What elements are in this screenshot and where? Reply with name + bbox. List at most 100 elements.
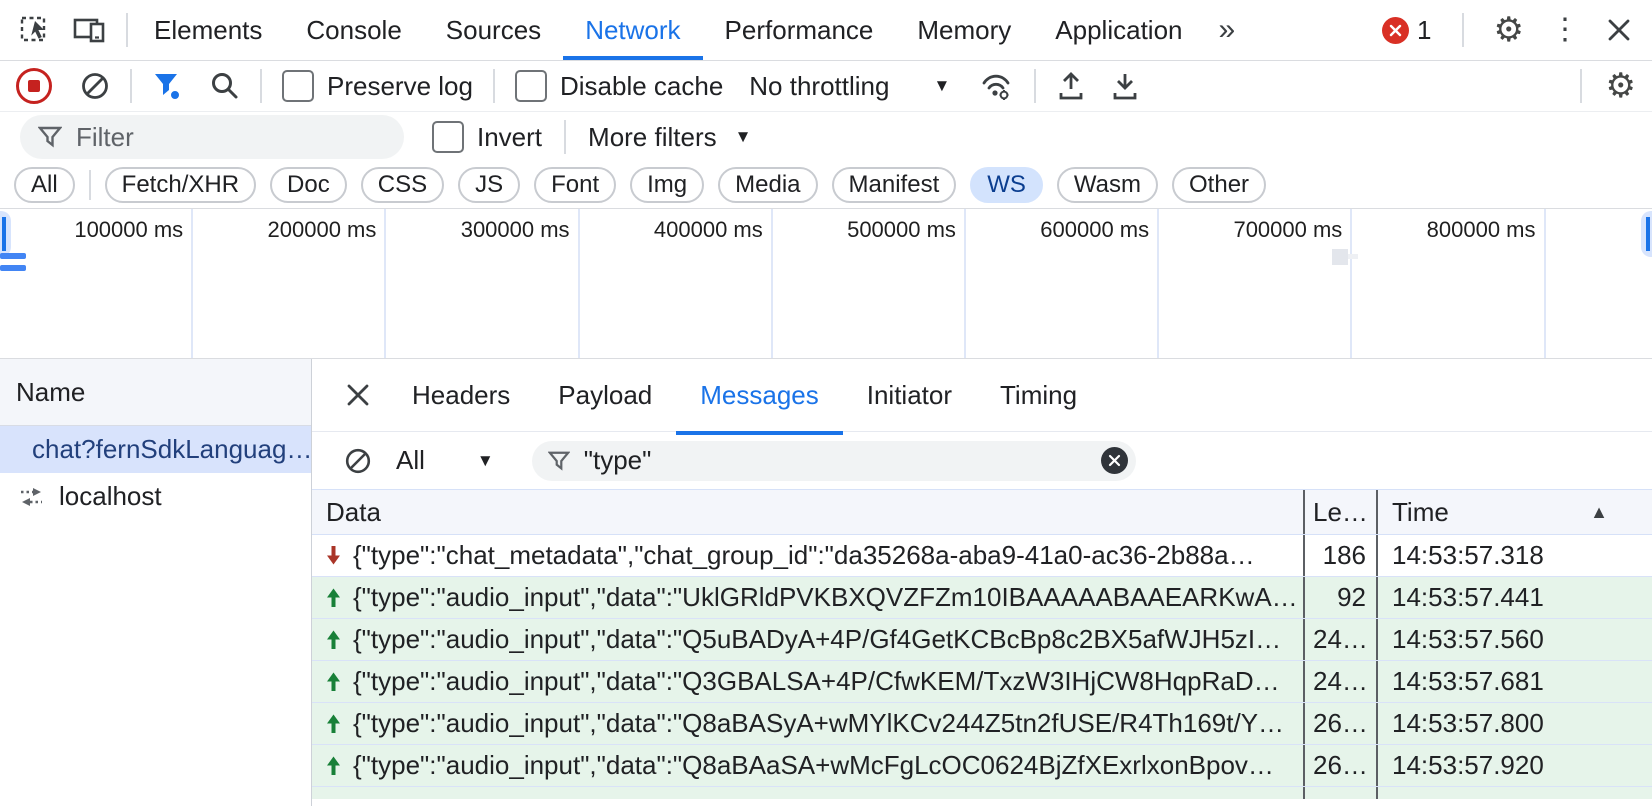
clear-filter-icon[interactable] [1100, 447, 1128, 474]
invert-checkbox[interactable]: Invert [432, 121, 542, 153]
device-toolbar-icon[interactable] [72, 15, 106, 45]
timeline-tick: 700000 ms [1159, 209, 1353, 358]
error-count-badge[interactable]: 1 [1382, 14, 1432, 46]
filter-placeholder: Filter [76, 121, 134, 152]
timeline-tick: 400000 ms [580, 209, 773, 358]
message-row[interactable]: {"type":"chat_metadata","chat_group_id":… [312, 535, 1652, 577]
tab-performance[interactable]: Performance [724, 14, 874, 45]
disable-cache-checkbox[interactable]: Disable cache [514, 70, 723, 102]
chip-font[interactable]: Font [534, 167, 617, 203]
chip-all[interactable]: All [14, 167, 75, 203]
close-details-icon[interactable] [342, 359, 388, 431]
tab-network[interactable]: Network [563, 0, 703, 60]
message-filter-value: "type" [583, 445, 652, 475]
tab-sources[interactable]: Sources [445, 14, 542, 45]
record-network-log-icon[interactable] [16, 68, 52, 104]
divider [1579, 69, 1582, 103]
network-overview-timeline[interactable]: 100000 ms 200000 ms 300000 ms 400000 ms … [0, 208, 1652, 359]
request-name: chat?fernSdkLanguag… [32, 434, 311, 464]
column-header-length[interactable]: Le… [1303, 490, 1376, 534]
request-row-chat[interactable]: chat?fernSdkLanguag… [0, 426, 311, 473]
settings-gear-icon[interactable]: ⚙ [1493, 11, 1524, 49]
divider [564, 120, 567, 154]
tab-headers[interactable]: Headers [412, 379, 511, 410]
filter-input[interactable]: Filter [20, 115, 404, 159]
message-row[interactable]: {"type":"audio_input","data":"Q5uBADyA+4… [312, 619, 1652, 661]
tab-console[interactable]: Console [306, 14, 402, 45]
divider [1461, 13, 1464, 47]
chevron-down-icon: ▼ [734, 127, 752, 146]
network-conditions-icon[interactable] [978, 70, 1014, 102]
chip-fetch-xhr[interactable]: Fetch/XHR [104, 167, 257, 203]
error-count: 1 [1417, 14, 1432, 45]
resource-type-filter-row: All Fetch/XHR Doc CSS JS Font Img Media … [0, 162, 1652, 208]
tab-payload[interactable]: Payload [558, 379, 653, 410]
chip-wasm[interactable]: Wasm [1056, 167, 1159, 203]
tab-initiator[interactable]: Initiator [866, 379, 953, 410]
message-row[interactable]: {"type":"audio_input","data":"Q3GBALSA+4… [312, 661, 1652, 703]
chip-manifest[interactable]: Manifest [831, 167, 957, 203]
tab-memory[interactable]: Memory [917, 14, 1012, 45]
devtools-tab-bar: Elements Console Sources Network Perform… [0, 0, 1652, 61]
message-row-partial[interactable] [312, 787, 1652, 799]
divider [260, 69, 262, 103]
receive-arrow-icon [327, 546, 340, 565]
message-row[interactable]: {"type":"audio_input","data":"UklGRldPVK… [312, 577, 1652, 619]
network-settings-gear-icon[interactable]: ⚙ [1605, 67, 1636, 105]
send-arrow-icon [327, 672, 340, 691]
chip-css[interactable]: CSS [360, 167, 445, 203]
divider [492, 69, 495, 103]
tab-elements[interactable]: Elements [154, 14, 263, 45]
network-filter-bar: Filter Invert More filters ▼ [0, 112, 1652, 162]
inspect-element-icon[interactable] [18, 14, 50, 46]
more-options-icon[interactable]: ⋮ [1550, 13, 1580, 46]
tab-timing[interactable]: Timing [1000, 379, 1078, 410]
chip-media[interactable]: Media [718, 167, 818, 203]
divider [130, 69, 132, 103]
divider [126, 13, 128, 47]
message-row[interactable]: {"type":"audio_input","data":"Q8aBASyA+w… [312, 703, 1652, 745]
divider [88, 170, 91, 200]
send-arrow-icon [327, 630, 340, 649]
messages-table: Data Le… Time ▲ {"type":"chat_metadata",… [312, 489, 1652, 806]
preserve-log-checkbox[interactable]: Preserve log [282, 70, 473, 102]
message-direction-select[interactable]: All [396, 445, 425, 475]
tab-application[interactable]: Application [1055, 14, 1183, 45]
sort-ascending-icon: ▲ [1590, 501, 1608, 522]
filter-funnel-icon [38, 126, 62, 148]
more-tabs-chevron-icon[interactable]: » [1218, 13, 1236, 46]
divider [1034, 69, 1037, 103]
timeline-tick: 300000 ms [386, 209, 580, 358]
send-arrow-icon [327, 714, 340, 733]
search-icon[interactable] [210, 71, 240, 101]
send-arrow-icon [327, 756, 340, 775]
timeline-tick: 200000 ms [193, 209, 387, 358]
export-har-icon[interactable] [1110, 70, 1140, 102]
chip-other[interactable]: Other [1172, 167, 1267, 203]
chip-js[interactable]: JS [458, 167, 521, 203]
timeline-left-drag-handle[interactable] [0, 211, 11, 257]
filter-icon[interactable] [152, 71, 182, 101]
column-header-data[interactable]: Data [326, 496, 381, 527]
column-header-time[interactable]: Time ▲ [1376, 490, 1652, 534]
network-toolbar: Preserve log Disable cache No throttling… [0, 61, 1652, 112]
chip-img[interactable]: Img [630, 167, 705, 203]
filter-funnel-icon [547, 451, 570, 471]
message-row[interactable]: {"type":"audio_input","data":"Q8aBAaSA+w… [312, 745, 1652, 787]
clear-messages-icon[interactable] [344, 447, 372, 475]
timeline-right-drag-handle[interactable] [1641, 211, 1652, 257]
name-column-header[interactable]: Name [0, 359, 311, 426]
close-devtools-icon[interactable] [1606, 17, 1632, 43]
request-details-pane: Headers Payload Messages Initiator Timin… [312, 359, 1652, 806]
tab-messages[interactable]: Messages [676, 355, 843, 435]
timeline-tick: 800000 ms [1352, 209, 1546, 358]
import-har-icon[interactable] [1056, 70, 1086, 102]
clear-network-log-icon[interactable] [80, 71, 110, 101]
throttling-select[interactable]: No throttling ▼ [749, 70, 951, 101]
chip-ws[interactable]: WS [970, 167, 1043, 203]
request-row-localhost[interactable]: localhost [0, 473, 311, 520]
message-filter-input[interactable]: "type" [531, 440, 1136, 481]
chip-doc[interactable]: Doc [270, 167, 347, 203]
more-filters-dropdown[interactable]: More filters ▼ [588, 121, 752, 152]
